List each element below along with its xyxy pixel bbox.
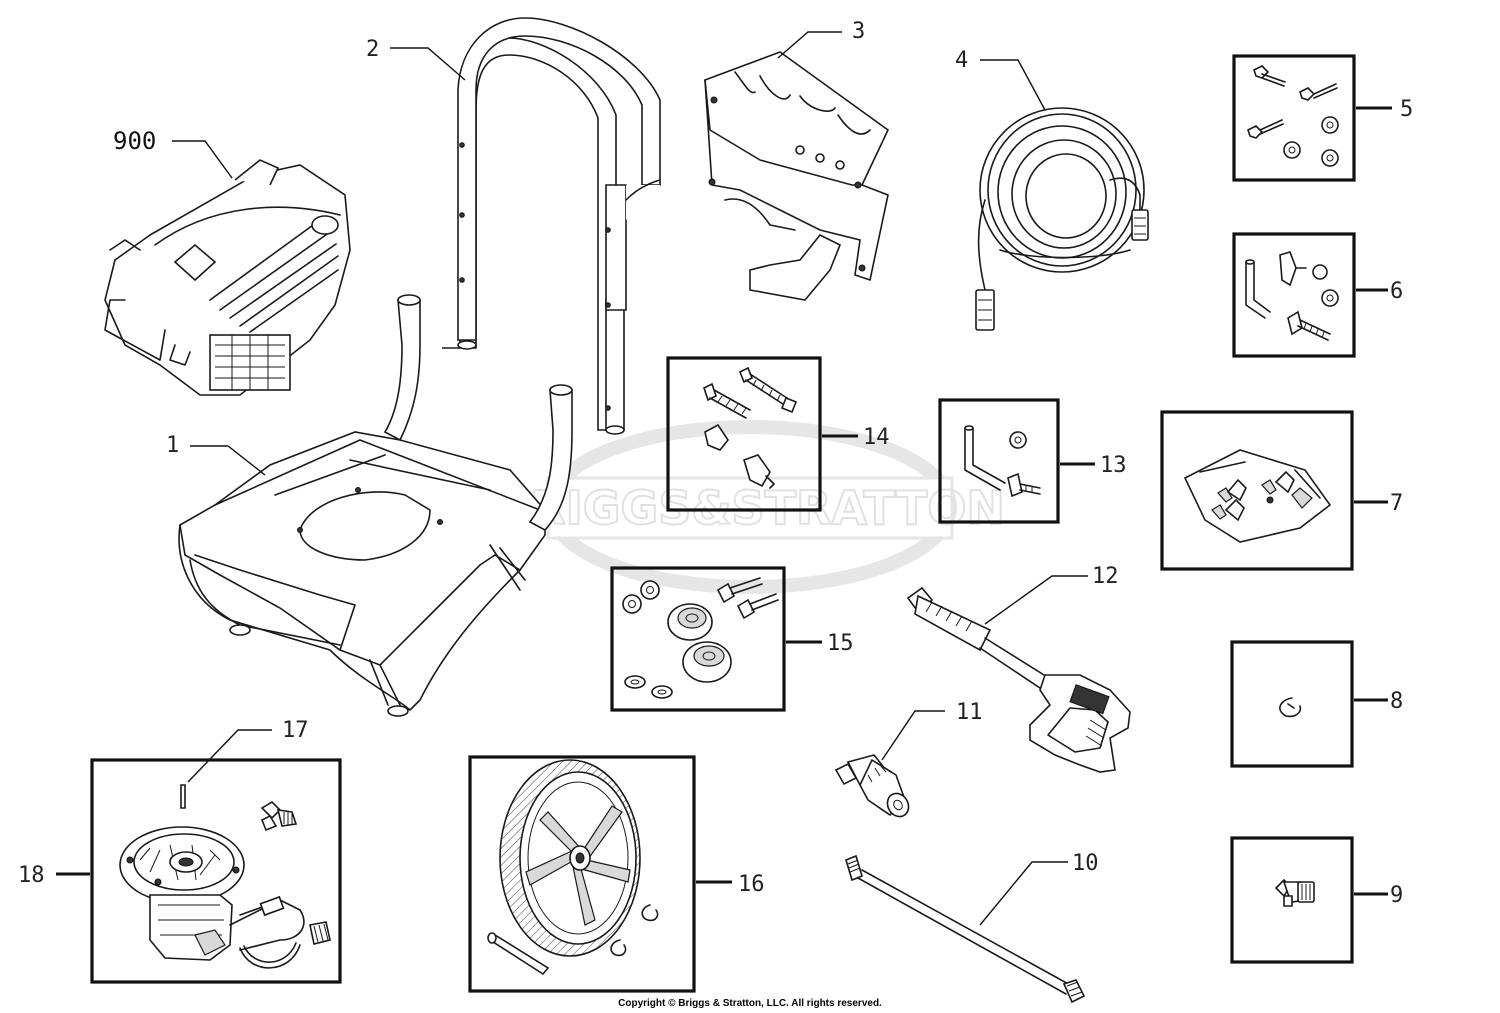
leader-2 (390, 47, 466, 81)
leader-12 (984, 575, 1088, 625)
part-6-box[interactable] (1232, 232, 1356, 358)
part-6-hardware (1245, 251, 1339, 341)
callout-900: 900 (113, 127, 156, 155)
callout-6: 6 (1390, 279, 1403, 304)
part-14-box[interactable] (666, 356, 822, 512)
leader-900 (172, 140, 233, 179)
part-4-hose[interactable] (975, 107, 1149, 331)
part-12-spray-gun[interactable] (906, 586, 1131, 773)
callout-17: 17 (282, 718, 309, 743)
leader-17 (187, 729, 272, 783)
callout-14: 14 (863, 425, 890, 450)
copyright-notice: Copyright © Briggs & Stratton, LLC. All … (618, 998, 882, 1009)
part-14-hardware (703, 366, 798, 489)
callout-16: 16 (738, 872, 765, 897)
part-9-box[interactable] (1230, 836, 1354, 964)
part-18-box[interactable] (90, 758, 342, 984)
part-1-frame[interactable] (178, 294, 573, 717)
callout-11: 11 (956, 700, 983, 725)
leader-10 (979, 861, 1068, 926)
callout-13: 13 (1100, 453, 1127, 478)
part-7-nozzle-bag (1183, 449, 1332, 543)
part-900-engine[interactable] (104, 159, 351, 396)
part-13-hardware (964, 425, 1041, 498)
part-7-box[interactable] (1160, 410, 1354, 571)
part-15-hardware (622, 577, 779, 699)
callout-1: 1 (166, 433, 179, 458)
leader-3 (777, 31, 842, 59)
part-10-lance[interactable] (845, 854, 1086, 1004)
part-13-box[interactable] (938, 398, 1060, 524)
part-18-pump (119, 800, 331, 969)
leader-4 (980, 59, 1046, 111)
part-9-fitting (1274, 878, 1315, 907)
callout-7: 7 (1390, 491, 1403, 516)
part-5-box[interactable] (1232, 54, 1356, 182)
callout-8: 8 (1390, 689, 1403, 714)
part-8-box[interactable] (1230, 640, 1354, 768)
callout-10: 10 (1072, 851, 1099, 876)
part-15-box[interactable] (610, 566, 786, 712)
part-5-bolts-nuts (1247, 65, 1339, 167)
part-16-box[interactable] (468, 755, 696, 993)
part-16-wheel (487, 759, 659, 976)
part-3-gun-holder[interactable] (704, 51, 890, 301)
part-17-pin[interactable] (180, 784, 186, 809)
part-2-handle[interactable] (442, 17, 661, 435)
callout-2: 2 (366, 37, 379, 62)
callout-3: 3 (852, 19, 865, 44)
watermark-text: BRIGGS&STRATTON (495, 481, 1005, 535)
leader-11 (881, 710, 945, 761)
callout-12: 12 (1092, 564, 1119, 589)
callout-9: 9 (1390, 883, 1403, 908)
part-11-nozzle[interactable] (834, 754, 913, 820)
callout-18: 18 (18, 863, 45, 888)
callout-4: 4 (955, 48, 968, 73)
callout-15: 15 (827, 631, 854, 656)
part-8-e-clip (1279, 697, 1302, 718)
leader-1 (190, 445, 266, 476)
callout-5: 5 (1400, 97, 1413, 122)
